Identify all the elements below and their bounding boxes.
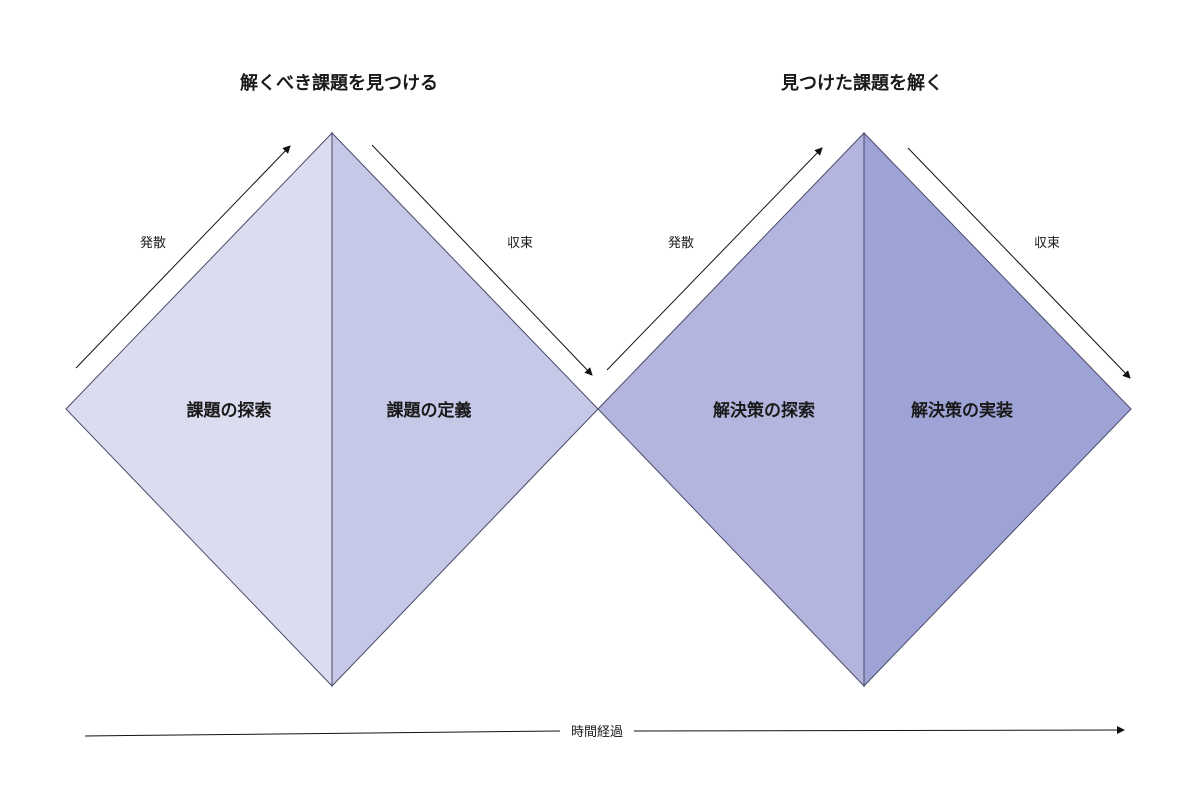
- timeline-label: 時間経過: [571, 725, 623, 740]
- section-label-solution-implementation: 解決策の実装: [911, 400, 1013, 421]
- title-left: 解くべき課題を見つける: [240, 72, 438, 94]
- section-label-solution-exploration: 解決策の探索: [713, 400, 815, 421]
- converge-arrow-1: [371, 144, 593, 376]
- timeline-arrow-right-segment: [633, 726, 1125, 735]
- converge-arrow-2: [907, 147, 1131, 379]
- diverge-arrow-1: [75, 145, 291, 369]
- diverge-arrow-2: [606, 147, 823, 371]
- converge-label-2: 収束: [1034, 236, 1060, 251]
- diverge-label-2: 発散: [668, 236, 694, 251]
- section-label-problem-definition: 課題の定義: [387, 400, 472, 421]
- section-label-problem-exploration: 課題の探索: [187, 400, 272, 421]
- diverge-label-1: 発散: [140, 236, 166, 251]
- converge-label-1: 収束: [507, 236, 533, 251]
- title-right: 見つけた課題を解く: [780, 72, 943, 94]
- timeline-arrow-left-segment: [84, 730, 561, 737]
